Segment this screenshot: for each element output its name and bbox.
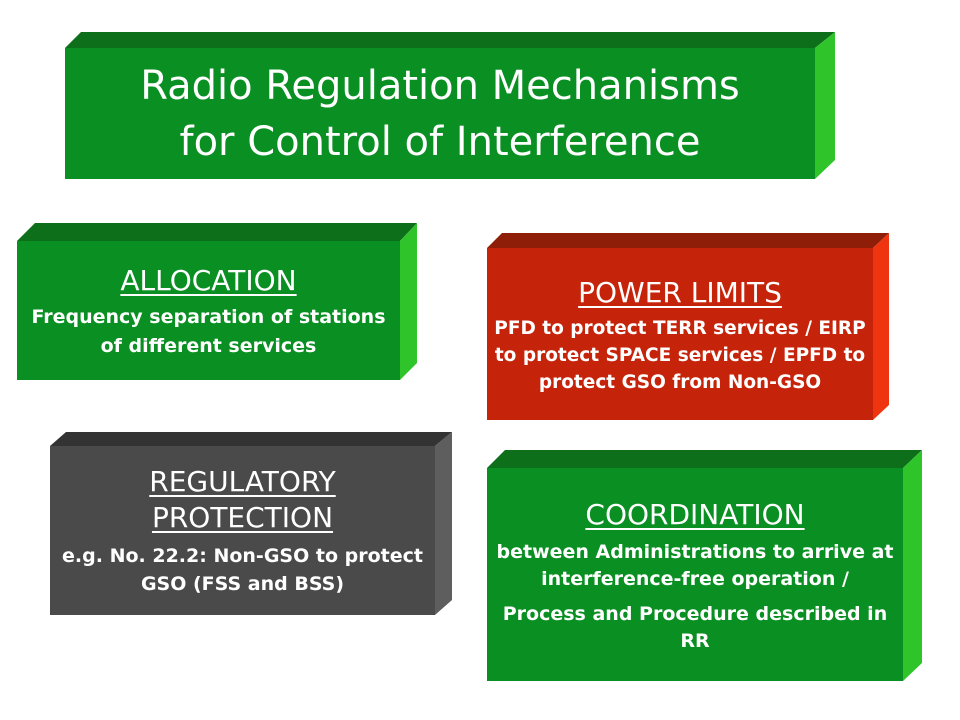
title-block-shape — [65, 32, 835, 179]
allocation-text: Frequency separation of stations of diff… — [31, 305, 386, 357]
title-line-1: Radio Regulation Mechanisms — [140, 62, 740, 109]
coordination-text-1: between Administrations to arrive at int… — [496, 540, 894, 590]
power-limits-block-shape — [487, 233, 889, 420]
power-limits-block: POWER LIMITS PFD to protect TERR service… — [487, 233, 889, 420]
coordination-content: COORDINATION between Administrations to … — [487, 468, 903, 681]
power-limits-text: PFD to protect TERR services / EIRP to p… — [494, 317, 866, 393]
coordination-block: COORDINATION between Administrations to … — [487, 450, 922, 681]
coordination-block-shape — [487, 450, 922, 681]
allocation-content: ALLOCATION Frequency separation of stati… — [17, 241, 400, 380]
title-content: Radio Regulation Mechanisms for Control … — [65, 48, 815, 179]
title-block: Radio Regulation Mechanisms for Control … — [65, 32, 835, 179]
power-limits-content: POWER LIMITS PFD to protect TERR service… — [487, 248, 873, 420]
coordination-heading: COORDINATION — [585, 497, 805, 531]
allocation-block-shape — [17, 223, 417, 380]
allocation-block: ALLOCATION Frequency separation of stati… — [17, 223, 417, 380]
coordination-text-2: Process and Procedure described in RR — [502, 602, 888, 652]
regulatory-protection-heading: REGULATORY PROTECTION — [149, 464, 336, 534]
regulatory-protection-block-shape — [50, 432, 452, 615]
title-line-2: for Control of Interference — [179, 118, 701, 165]
allocation-heading: ALLOCATION — [120, 263, 297, 297]
regulatory-protection-content: REGULATORY PROTECTION e.g. No. 22.2: Non… — [50, 446, 435, 615]
regulatory-protection-block: REGULATORY PROTECTION e.g. No. 22.2: Non… — [50, 432, 452, 615]
power-limits-heading: POWER LIMITS — [578, 275, 782, 309]
regulatory-protection-text: e.g. No. 22.2: Non-GSO to protect GSO (F… — [62, 544, 423, 595]
